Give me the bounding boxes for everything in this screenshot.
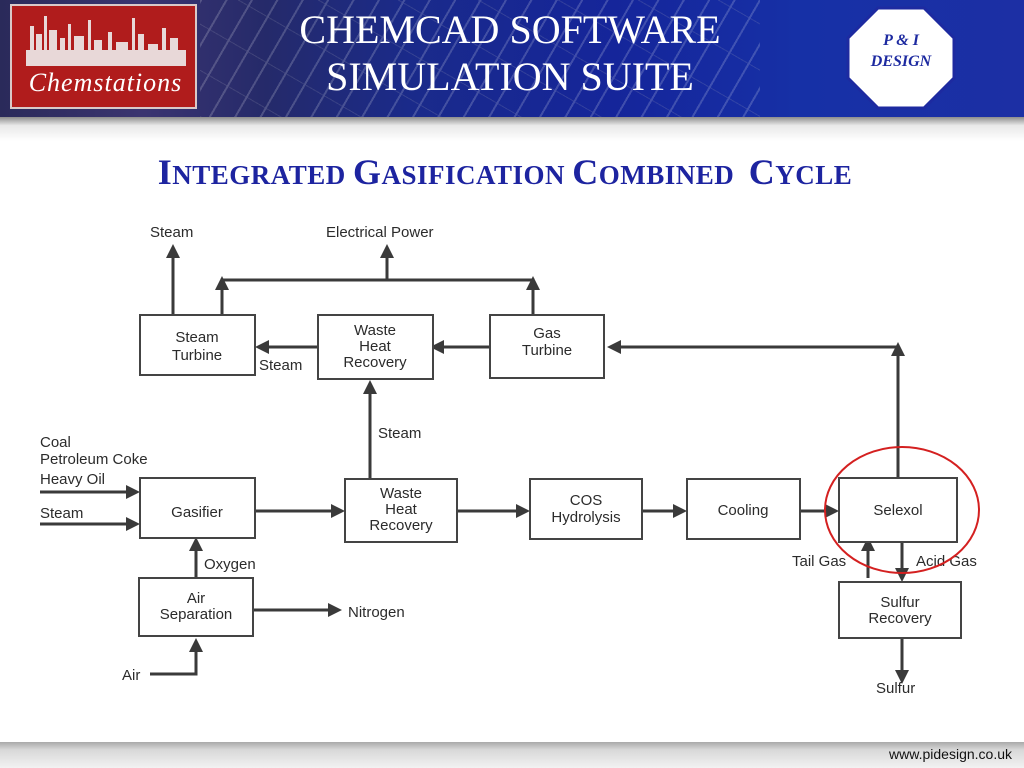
refinery-skyline-icon bbox=[26, 16, 186, 66]
block-air-separation: Air Separation bbox=[138, 577, 254, 637]
flow-lines bbox=[40, 256, 904, 676]
title-word4-rest: YCLE bbox=[775, 160, 853, 190]
label-electrical-power: Electrical Power bbox=[326, 224, 434, 241]
svg-text:Sulfur: Sulfur bbox=[880, 594, 919, 611]
slide-title: INTEGRATED GASIFICATION COMBINED CYCLE bbox=[0, 151, 1010, 193]
label-steam-out: Steam bbox=[150, 224, 193, 241]
label-steam-to-turbine: Steam bbox=[259, 357, 302, 374]
svg-text:Separation: Separation bbox=[160, 606, 233, 623]
svg-text:Air: Air bbox=[187, 590, 205, 607]
banner-texture bbox=[200, 0, 760, 117]
svg-text:Waste: Waste bbox=[380, 485, 422, 502]
badge-line1: P & I bbox=[883, 32, 919, 49]
block-cos-hydrolysis: COS Hydrolysis bbox=[529, 478, 643, 540]
title-word4-cap: C bbox=[748, 152, 776, 192]
flow-arrowheads bbox=[126, 244, 909, 684]
svg-text:Waste: Waste bbox=[354, 322, 396, 339]
title-word2-rest: ASIFICATION bbox=[381, 160, 566, 190]
svg-text:Hydrolysis: Hydrolysis bbox=[551, 509, 620, 526]
title-word3-cap: C bbox=[572, 152, 599, 192]
svg-text:Recovery: Recovery bbox=[369, 517, 433, 534]
svg-text:Turbine: Turbine bbox=[522, 342, 572, 359]
chemstations-logo: Chemstations bbox=[10, 4, 197, 109]
block-waste-heat-recovery-top: Waste Heat Recovery bbox=[317, 314, 434, 380]
badge-line2: DESIGN bbox=[870, 53, 932, 70]
banner-bottom-bar bbox=[0, 117, 1024, 141]
block-gas-turbine: Gas Turbine bbox=[489, 314, 605, 379]
label-feed-coke: Petroleum Coke bbox=[40, 451, 148, 468]
badge-text: P & I DESIGN bbox=[845, 30, 957, 72]
selexol-highlight-circle bbox=[824, 446, 980, 574]
svg-text:Gas: Gas bbox=[533, 325, 561, 342]
block-gasifier: Gasifier bbox=[139, 477, 256, 539]
label-sulfur: Sulfur bbox=[876, 680, 915, 697]
block-selexol: Selexol bbox=[838, 477, 958, 543]
title-word3-rest: OMBINED bbox=[598, 160, 735, 190]
octagon-badge-icon bbox=[846, 6, 956, 110]
block-sulfur-recovery: Sulfur Recovery bbox=[838, 581, 962, 639]
banner-title-line2: SIMULATION SUITE bbox=[326, 54, 694, 99]
label-feed-coal: Coal bbox=[40, 434, 71, 451]
svg-text:Selexol: Selexol bbox=[873, 502, 922, 519]
title-word1-rest: NTEGRATED bbox=[172, 160, 346, 190]
label-feed-oil: Heavy Oil bbox=[40, 471, 105, 488]
footer-url[interactable]: www.pidesign.co.uk bbox=[889, 746, 1012, 762]
svg-text:Recovery: Recovery bbox=[343, 354, 407, 371]
label-steam-up: Steam bbox=[378, 425, 421, 442]
block-steam-turbine: Steam Turbine bbox=[139, 314, 256, 376]
svg-text:Recovery: Recovery bbox=[868, 610, 932, 627]
igcc-process-diagram: Steam Turbine Waste Heat Recovery Gas Tu… bbox=[40, 224, 980, 697]
svg-text:Heat: Heat bbox=[385, 501, 418, 518]
svg-text:Heat: Heat bbox=[359, 338, 392, 355]
block-cooling: Cooling bbox=[686, 478, 801, 540]
label-feed-steam: Steam bbox=[40, 505, 83, 522]
label-nitrogen: Nitrogen bbox=[348, 604, 405, 621]
stream-labels: Steam Electrical Power Steam Steam Coal … bbox=[40, 224, 977, 697]
svg-text:Gasifier: Gasifier bbox=[171, 504, 223, 521]
svg-text:Turbine: Turbine bbox=[172, 347, 222, 364]
svg-text:Steam: Steam bbox=[175, 329, 218, 346]
banner-title: CHEMCAD SOFTWARE SIMULATION SUITE bbox=[255, 6, 765, 100]
footer-bar bbox=[0, 742, 1024, 768]
logo-text: Chemstations bbox=[28, 68, 183, 97]
header-banner: Chemstations CHEMCAD SOFTWARE SIMULATION… bbox=[0, 0, 1024, 117]
svg-text:COS: COS bbox=[570, 492, 603, 509]
label-oxygen: Oxygen bbox=[204, 556, 256, 573]
label-air: Air bbox=[122, 667, 140, 684]
banner-title-line1: CHEMCAD SOFTWARE bbox=[299, 7, 721, 52]
block-waste-heat-recovery-mid: Waste Heat Recovery bbox=[344, 478, 458, 543]
title-word1-cap: I bbox=[157, 152, 173, 192]
title-word2-cap: G bbox=[352, 152, 382, 192]
svg-text:Cooling: Cooling bbox=[718, 502, 769, 519]
label-tail-gas: Tail Gas bbox=[792, 553, 846, 570]
